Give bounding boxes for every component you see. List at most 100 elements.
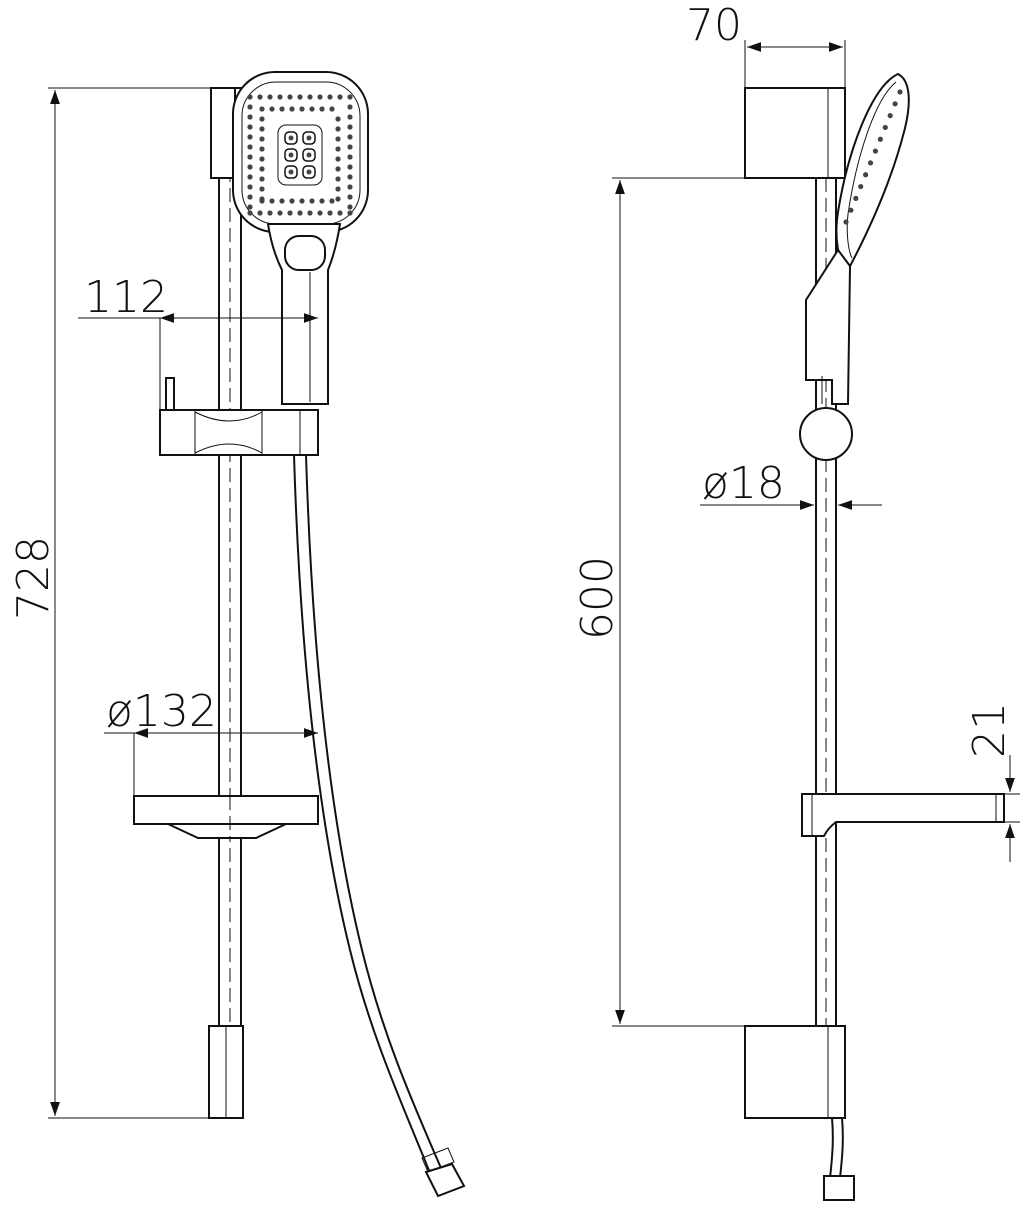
nozzle-dot xyxy=(306,152,312,158)
dim-rail-length: 600 xyxy=(572,177,816,1027)
nozzle-dot xyxy=(289,198,295,204)
nozzle-dot xyxy=(319,198,325,204)
side-nozzle-dot xyxy=(887,113,893,119)
nozzle-dot xyxy=(259,186,265,192)
nozzle-dot xyxy=(337,210,343,216)
dim-total-height-label: 728 xyxy=(8,536,59,620)
side-nozzle-dot xyxy=(882,124,888,131)
nozzle-dot xyxy=(259,176,265,182)
nozzle-dot xyxy=(288,152,294,158)
nozzle-dot xyxy=(247,194,253,200)
nozzle-dot xyxy=(347,144,353,150)
dim-dish-thickness-label: 21 xyxy=(964,702,1015,758)
nozzle-dot xyxy=(319,106,325,112)
nozzle-dot xyxy=(287,94,293,100)
nozzle-dot xyxy=(288,169,294,175)
nozzle-dot xyxy=(335,196,341,202)
nozzle-dot xyxy=(279,198,285,204)
nozzle-dot xyxy=(259,106,265,112)
nozzle-dot xyxy=(306,169,312,175)
nozzle-dot xyxy=(297,210,303,216)
nozzle-dot xyxy=(335,136,341,142)
nozzle-dot xyxy=(299,198,305,204)
dim-holder-width: 70 xyxy=(686,0,846,88)
front-top-bracket xyxy=(210,87,236,179)
dim-head-offset-label: 112 xyxy=(84,272,168,323)
nozzle-dot xyxy=(287,210,293,216)
nozzle-dot xyxy=(269,198,275,204)
nozzle-dot xyxy=(347,204,353,210)
nozzle-dot xyxy=(337,94,343,100)
side-nozzle-dot xyxy=(858,183,864,190)
side-nozzle-dot xyxy=(867,160,874,166)
nozzle-dot xyxy=(259,136,265,142)
side-nozzle-dot xyxy=(872,148,879,154)
nozzle-frame xyxy=(277,124,323,186)
nozzle-dot xyxy=(347,124,353,130)
nozzle-dot xyxy=(347,94,353,100)
nozzle-dot xyxy=(259,166,265,172)
nozzle-dot xyxy=(329,106,335,112)
nozzle-dot xyxy=(307,94,313,100)
side-top-holder xyxy=(744,87,846,179)
nozzle-dot xyxy=(297,94,303,100)
side-soap-dish xyxy=(801,793,1005,837)
front-handshower xyxy=(232,71,369,405)
dim-dish-diameter: ø132 xyxy=(104,686,318,796)
nozzle-dot xyxy=(259,146,265,152)
nozzle-dot xyxy=(257,94,263,100)
nozzle-dot xyxy=(306,135,312,141)
side-bottom-holder xyxy=(744,1025,846,1119)
nozzle-dot xyxy=(317,210,323,216)
nozzle-dot xyxy=(277,210,283,216)
dim-head-offset: 112 xyxy=(78,272,318,410)
nozzle-dot xyxy=(317,94,323,100)
nozzle-dot xyxy=(247,174,253,180)
nozzle-dot xyxy=(309,198,315,204)
nozzle-dot xyxy=(329,198,335,204)
nozzle-dot xyxy=(247,210,253,216)
nozzle-dot xyxy=(335,126,341,132)
dim-dish-diameter-label: ø132 xyxy=(106,686,217,737)
nozzle-dot xyxy=(247,104,253,110)
side-nozzle-dot xyxy=(897,89,903,95)
side-hose-nut xyxy=(823,1175,855,1201)
side-nozzle-dot xyxy=(877,136,883,142)
front-slider xyxy=(159,377,319,456)
side-ball-joint xyxy=(799,407,853,461)
nozzle-dot xyxy=(309,106,315,112)
dim-rail-diameter-label: ø18 xyxy=(702,458,785,509)
side-nozzle-dot xyxy=(853,195,859,201)
nozzle-dot xyxy=(347,104,353,110)
side-nozzle-dot xyxy=(848,207,854,213)
nozzle-dot xyxy=(247,204,253,210)
nozzle-dot xyxy=(335,176,341,182)
nozzle-dot xyxy=(259,196,265,202)
nozzle-dot xyxy=(347,210,353,216)
dim-total-height: 728 xyxy=(8,87,232,1119)
nozzle-dot xyxy=(335,186,341,192)
nozzle-dot xyxy=(267,210,273,216)
nozzle-dot xyxy=(247,164,253,170)
nozzle-dot xyxy=(347,154,353,160)
nozzle-dot xyxy=(335,146,341,152)
side-nozzle-dot xyxy=(863,172,869,178)
nozzle-dot xyxy=(288,135,294,141)
nozzle-dot xyxy=(277,94,283,100)
front-rail xyxy=(218,87,242,1119)
nozzle-dot xyxy=(259,116,265,122)
nozzle-dot xyxy=(347,194,353,200)
front-hose xyxy=(293,454,433,1179)
nozzle-dot xyxy=(327,94,333,100)
nozzle-dot xyxy=(267,94,273,100)
nozzle-dot xyxy=(259,156,265,162)
nozzle-dot xyxy=(289,106,295,112)
side-view: 70 600 ø18 21 xyxy=(572,0,1020,1201)
nozzle-dot xyxy=(327,210,333,216)
side-handshower xyxy=(805,72,910,405)
side-nozzle-dot xyxy=(843,219,849,225)
dim-rail-length-label: 600 xyxy=(572,556,623,640)
nozzle-dot xyxy=(247,124,253,130)
side-nozzle-dot xyxy=(892,101,898,107)
